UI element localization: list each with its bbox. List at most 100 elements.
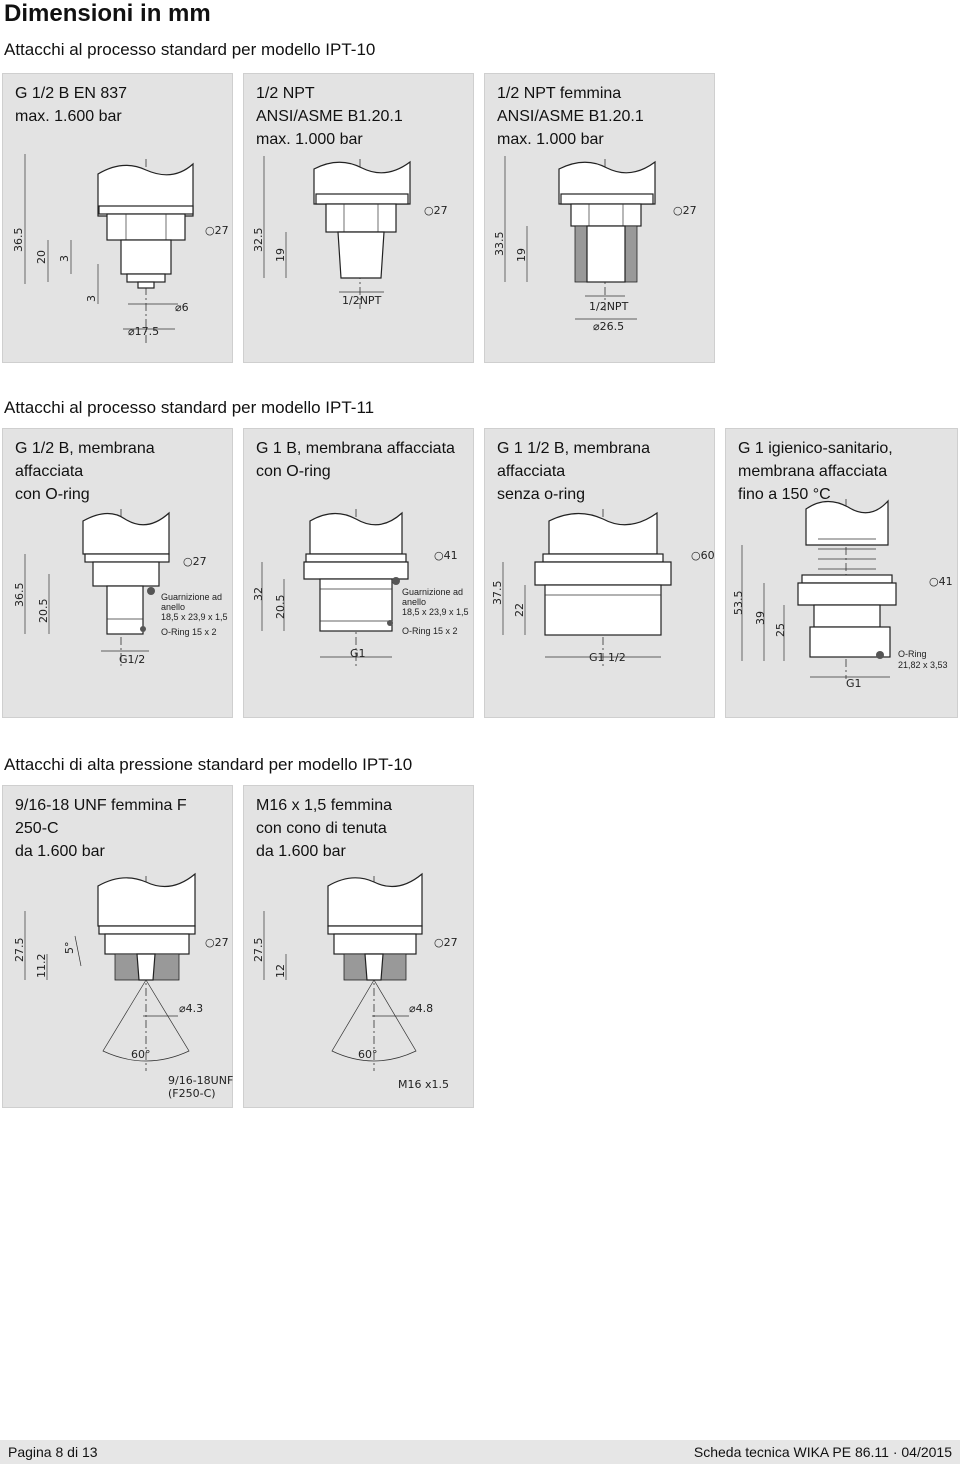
dim-height: 3 bbox=[85, 295, 98, 302]
hex-symbol: ○ bbox=[424, 204, 434, 217]
drawing-panel-g12b: G 1/2 B EN 837 max. 1.600 bar 36.5 20 3 … bbox=[2, 73, 233, 363]
section-title-ipt11: Attacchi al processo standard per modell… bbox=[4, 398, 375, 417]
dim-hex: 41 bbox=[444, 549, 458, 562]
dim-diameter: 4.8 bbox=[416, 1002, 434, 1015]
dim-height: 20.5 bbox=[274, 595, 287, 620]
drawing-panel-g1b-flush: G 1 B, membrana affacciata con O-ring 32… bbox=[243, 428, 474, 718]
dim-height-total: 27.5 bbox=[252, 938, 265, 963]
dim-height: 12 bbox=[274, 964, 287, 978]
note-line: Guarnizione ad bbox=[402, 587, 463, 597]
hex-symbol: ○ bbox=[673, 204, 683, 217]
technical-drawing: 32.5 19 ○27 1/2NPT bbox=[252, 156, 448, 309]
panel-title: G 1 1/2 B, membrana affacciata senza o-r… bbox=[497, 440, 650, 503]
dim-height-total: 53.5 bbox=[732, 591, 745, 616]
hex-symbol: ○ bbox=[691, 549, 701, 562]
dim-height: 22 bbox=[513, 603, 526, 617]
cone-angle: 60° bbox=[131, 1048, 151, 1061]
note-line: O-Ring 15 x 2 bbox=[402, 626, 458, 636]
dim-hex: 27 bbox=[215, 224, 229, 237]
note-line: O-Ring 15 x 2 bbox=[161, 627, 217, 637]
note-line: 18,5 x 23,9 x 1,5 bbox=[402, 607, 469, 617]
technical-drawing: 53.5 39 25 ○41 O-Ring 21,82 x 3,53 G1 bbox=[732, 499, 953, 690]
panel-title: G 1/2 B EN 837 max. 1.600 bar bbox=[15, 85, 128, 125]
dim-angle: 5° bbox=[63, 942, 76, 955]
dim-hex: 27 bbox=[683, 204, 697, 217]
technical-drawing: 27.5 11.2 5° ○27 ⌀4.3 60° 9/16-18UNF (F2… bbox=[13, 872, 233, 1100]
drawing-panel-npt-female: 1/2 NPT femmina ANSI/ASME B1.20.1 max. 1… bbox=[484, 73, 715, 363]
drawing-panel-npt: 1/2 NPT ANSI/ASME B1.20.1 max. 1.000 bar… bbox=[243, 73, 474, 363]
thread-label: G1 bbox=[350, 647, 366, 660]
section-title-high-pressure: Attacchi di alta pressione standard per … bbox=[4, 755, 413, 774]
hex-symbol: ○ bbox=[183, 555, 193, 568]
panel-title: 1/2 NPT femmina ANSI/ASME B1.20.1 max. 1… bbox=[497, 85, 644, 148]
dim-diameter: 4.3 bbox=[186, 1002, 204, 1015]
drawing-panel-g112b-flush: G 1 1/2 B, membrana affacciata senza o-r… bbox=[484, 428, 715, 718]
panel-title: 1/2 NPT ANSI/ASME B1.20.1 max. 1.000 bar bbox=[256, 85, 403, 148]
svg-text:○27: ○27 bbox=[673, 204, 697, 217]
thread-label: 1/2NPT bbox=[342, 294, 382, 307]
technical-drawing: 36.5 20.5 ○27 Guarnizione ad anello 18,5… bbox=[13, 509, 228, 669]
drawing-panel-g12b-flush: G 1/2 B, membrana affacciata con O-ring … bbox=[2, 428, 233, 718]
dim-height: 20.5 bbox=[37, 599, 50, 624]
technical-drawing: 37.5 22 ○60 G1 1/2 bbox=[491, 509, 715, 669]
dim-height: 39 bbox=[754, 611, 767, 625]
svg-text:○27: ○27 bbox=[183, 555, 207, 568]
svg-text:⌀4.8: ⌀4.8 bbox=[409, 1002, 433, 1015]
svg-text:⌀4.3: ⌀4.3 bbox=[179, 1002, 203, 1015]
dim-hex: 27 bbox=[215, 936, 229, 949]
cone-angle: 60° bbox=[358, 1048, 378, 1061]
page-footer: Pagina 8 di 13 Scheda tecnica WIKA PE 86… bbox=[0, 1440, 960, 1464]
thread-label: G1 bbox=[846, 677, 862, 690]
drawing-panel-m16-female: M16 x 1,5 femmina con cono di tenuta da … bbox=[243, 785, 474, 1108]
diameter-symbol: ⌀ bbox=[409, 1002, 416, 1015]
hex-symbol: ○ bbox=[205, 936, 215, 949]
dim-height-total: 32.5 bbox=[252, 228, 265, 253]
svg-text:⌀6: ⌀6 bbox=[175, 301, 189, 314]
svg-text:⌀17.5: ⌀17.5 bbox=[128, 325, 159, 338]
dim-height: 19 bbox=[274, 248, 287, 262]
technical-drawing: 36.5 20 3 3 ○27 ⌀6 ⌀17.5 bbox=[12, 154, 229, 344]
technical-drawing: 33.5 19 ○27 1/2NPT ⌀26.5 bbox=[493, 156, 697, 333]
drawing-panel-unf-female: 9/16-18 UNF femmina F 250-C da 1.600 bar… bbox=[2, 785, 233, 1108]
dim-hex: 27 bbox=[434, 204, 448, 217]
technical-drawing: 32 20.5 ○41 Guarnizione ad anello 18,5 x… bbox=[252, 509, 469, 669]
svg-text:○41: ○41 bbox=[434, 549, 458, 562]
hex-symbol: ○ bbox=[205, 224, 215, 237]
thread-label: G1/2 bbox=[119, 653, 145, 666]
dim-height: 25 bbox=[774, 623, 787, 637]
diameter-symbol: ⌀ bbox=[179, 1002, 186, 1015]
dim-diameter: 6 bbox=[182, 301, 189, 314]
svg-text:○27: ○27 bbox=[434, 936, 458, 949]
hex-symbol: ○ bbox=[929, 575, 939, 588]
dim-height-total: 36.5 bbox=[12, 228, 25, 253]
dim-height: 11.2 bbox=[35, 954, 48, 979]
thread-label: G1 1/2 bbox=[589, 651, 626, 664]
dim-height-total: 27.5 bbox=[13, 938, 26, 963]
hex-symbol: ○ bbox=[434, 936, 444, 949]
diameter-symbol: ⌀ bbox=[175, 301, 182, 314]
panel-title: 9/16-18 UNF femmina F 250-C da 1.600 bar bbox=[15, 797, 187, 860]
thread-label: 1/2NPT bbox=[589, 300, 629, 313]
svg-text:○41: ○41 bbox=[929, 575, 953, 588]
thread-label: (F250-C) bbox=[168, 1087, 216, 1100]
hex-symbol: ○ bbox=[434, 549, 444, 562]
section-title-ipt10: Attacchi al processo standard per modell… bbox=[4, 40, 376, 59]
panel-title: G 1 B, membrana affacciata con O-ring bbox=[256, 440, 455, 480]
page-number: Pagina 8 di 13 bbox=[8, 1444, 98, 1460]
dim-height-total: 36.5 bbox=[13, 583, 26, 608]
note-line: anello bbox=[402, 597, 426, 607]
dim-hex: 60 bbox=[701, 549, 715, 562]
dim-hex: 27 bbox=[193, 555, 207, 568]
note-line: O-Ring bbox=[898, 649, 927, 659]
thread-label: 9/16-18UNF bbox=[168, 1074, 233, 1087]
svg-text:○60: ○60 bbox=[691, 549, 715, 562]
dim-height-total: 33.5 bbox=[493, 232, 506, 257]
diameter-symbol: ⌀ bbox=[593, 320, 600, 333]
dim-height: 3 bbox=[58, 255, 71, 262]
note-line: 18,5 x 23,9 x 1,5 bbox=[161, 612, 228, 622]
page-title: Dimensioni in mm bbox=[4, 0, 211, 27]
svg-text:○27: ○27 bbox=[205, 224, 229, 237]
note-line: Guarnizione ad bbox=[161, 592, 222, 602]
panel-title: G 1 igienico-sanitario, membrana affacci… bbox=[738, 440, 893, 503]
dim-hex: 41 bbox=[939, 575, 953, 588]
